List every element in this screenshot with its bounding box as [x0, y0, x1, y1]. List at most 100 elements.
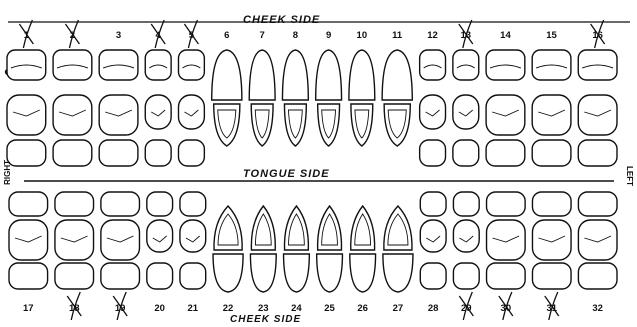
- tooth-labial-view: [250, 254, 276, 292]
- tooth-lingual-view: [55, 192, 94, 216]
- tooth-number-19: 19: [106, 303, 134, 315]
- tooth-number-29: 29: [452, 303, 480, 315]
- tooth-lingual-view: [486, 140, 525, 166]
- tooth-labial-view: [317, 254, 343, 292]
- tooth-number-32: 32: [584, 303, 612, 315]
- tooth-28[interactable]: [420, 192, 446, 289]
- tooth-buccal-view: [487, 263, 526, 289]
- tooth-lingual-view: [101, 192, 140, 216]
- tooth-number-27: 27: [384, 303, 412, 315]
- tooth-occlusal-view: [7, 95, 46, 135]
- tooth-20[interactable]: [147, 192, 173, 289]
- tooth-16[interactable]: [578, 50, 617, 166]
- tooth-labial-view: [316, 50, 342, 100]
- tooth-24[interactable]: [284, 206, 310, 292]
- tooth-12[interactable]: [420, 50, 446, 166]
- tooth-26[interactable]: [350, 206, 376, 292]
- tooth-number-7: 7: [248, 30, 276, 42]
- tooth-29[interactable]: [453, 192, 479, 289]
- tooth-occlusal-view: [9, 220, 48, 260]
- tooth-3[interactable]: [99, 50, 138, 166]
- tooth-32[interactable]: [578, 192, 617, 289]
- tooth-occlusal-view: [420, 95, 446, 129]
- tooth-occlusal-view: [578, 95, 617, 135]
- tooth-buccal-view: [101, 263, 140, 289]
- tooth-11[interactable]: [382, 50, 412, 146]
- tooth-8[interactable]: [282, 50, 308, 146]
- tooth-2[interactable]: [53, 50, 92, 166]
- tooth-number-17: 17: [14, 303, 42, 315]
- tooth-occlusal-view: [486, 95, 525, 135]
- tooth-lingual-view: [145, 140, 171, 166]
- tooth-6[interactable]: [212, 50, 242, 146]
- tooth-number-13: 13: [452, 30, 480, 42]
- tooth-9[interactable]: [316, 50, 342, 146]
- tooth-labial-view: [284, 254, 310, 292]
- tooth-lingual-view: [453, 140, 479, 166]
- tooth-31[interactable]: [532, 192, 571, 289]
- tooth-number-22: 22: [214, 303, 242, 315]
- lower-arch: [9, 192, 617, 292]
- tooth-lingual-view: [532, 192, 571, 216]
- tooth-number-11: 11: [383, 30, 411, 42]
- tooth-lingual-view: [99, 140, 138, 166]
- tooth-number-8: 8: [281, 30, 309, 42]
- tooth-incisal-view: [251, 206, 275, 250]
- tooth-occlusal-view: [578, 220, 617, 260]
- tooth-18[interactable]: [55, 192, 94, 289]
- tooth-number-30: 30: [492, 303, 520, 315]
- tooth-number-3: 3: [105, 30, 133, 42]
- tooth-lingual-view: [578, 192, 617, 216]
- tooth-1[interactable]: [7, 50, 46, 166]
- tooth-buccal-view: [532, 263, 571, 289]
- tooth-number-6: 6: [213, 30, 241, 42]
- tooth-19[interactable]: [101, 192, 140, 289]
- tooth-5[interactable]: [178, 50, 204, 166]
- tooth-number-14: 14: [491, 30, 519, 42]
- tooth-buccal-view: [9, 263, 48, 289]
- tooth-23[interactable]: [250, 206, 276, 292]
- top-cheek-side-label: CHEEK SIDE: [243, 14, 320, 26]
- tooth-7[interactable]: [249, 50, 275, 146]
- tooth-number-2: 2: [58, 30, 86, 42]
- tooth-number-21: 21: [179, 303, 207, 315]
- tooth-30[interactable]: [487, 192, 526, 289]
- tooth-number-28: 28: [419, 303, 447, 315]
- tooth-27[interactable]: [383, 206, 413, 292]
- tooth-17[interactable]: [9, 192, 48, 289]
- tooth-labial-view: [382, 50, 412, 100]
- bottom-cheek-side-label: CHEEK SIDE: [230, 314, 301, 326]
- tooth-number-18: 18: [60, 303, 88, 315]
- tooth-4[interactable]: [145, 50, 171, 166]
- tooth-lingual-view: [532, 140, 571, 166]
- tooth-occlusal-view: [453, 220, 479, 252]
- tooth-13[interactable]: [453, 50, 479, 166]
- tooth-15[interactable]: [532, 50, 571, 166]
- tooth-buccal-view: [55, 263, 94, 289]
- tongue-side-label: TONGUE SIDE: [243, 168, 330, 180]
- tooth-22[interactable]: [213, 206, 243, 292]
- tooth-lingual-view: [420, 192, 446, 216]
- tooth-number-20: 20: [146, 303, 174, 315]
- tooth-labial-view: [282, 50, 308, 100]
- tooth-buccal-view: [420, 263, 446, 289]
- tooth-occlusal-view: [453, 95, 479, 129]
- tooth-occlusal-view: [532, 95, 571, 135]
- tooth-occlusal-view: [145, 95, 171, 129]
- tooth-occlusal-view: [99, 95, 138, 135]
- tooth-labial-view: [349, 50, 375, 100]
- upper-arch: [7, 50, 617, 166]
- tooth-labial-view: [350, 254, 376, 292]
- tooth-number-4: 4: [144, 30, 172, 42]
- tooth-number-10: 10: [348, 30, 376, 42]
- tooth-14[interactable]: [486, 50, 525, 166]
- tooth-number-1: 1: [12, 30, 40, 42]
- tooth-number-5: 5: [177, 30, 205, 42]
- tooth-number-16: 16: [584, 30, 612, 42]
- tooth-number-26: 26: [349, 303, 377, 315]
- tooth-21[interactable]: [180, 192, 206, 289]
- tooth-labial-view: [213, 254, 243, 292]
- tooth-10[interactable]: [349, 50, 375, 146]
- tooth-25[interactable]: [317, 206, 343, 292]
- tooth-buccal-view: [147, 263, 173, 289]
